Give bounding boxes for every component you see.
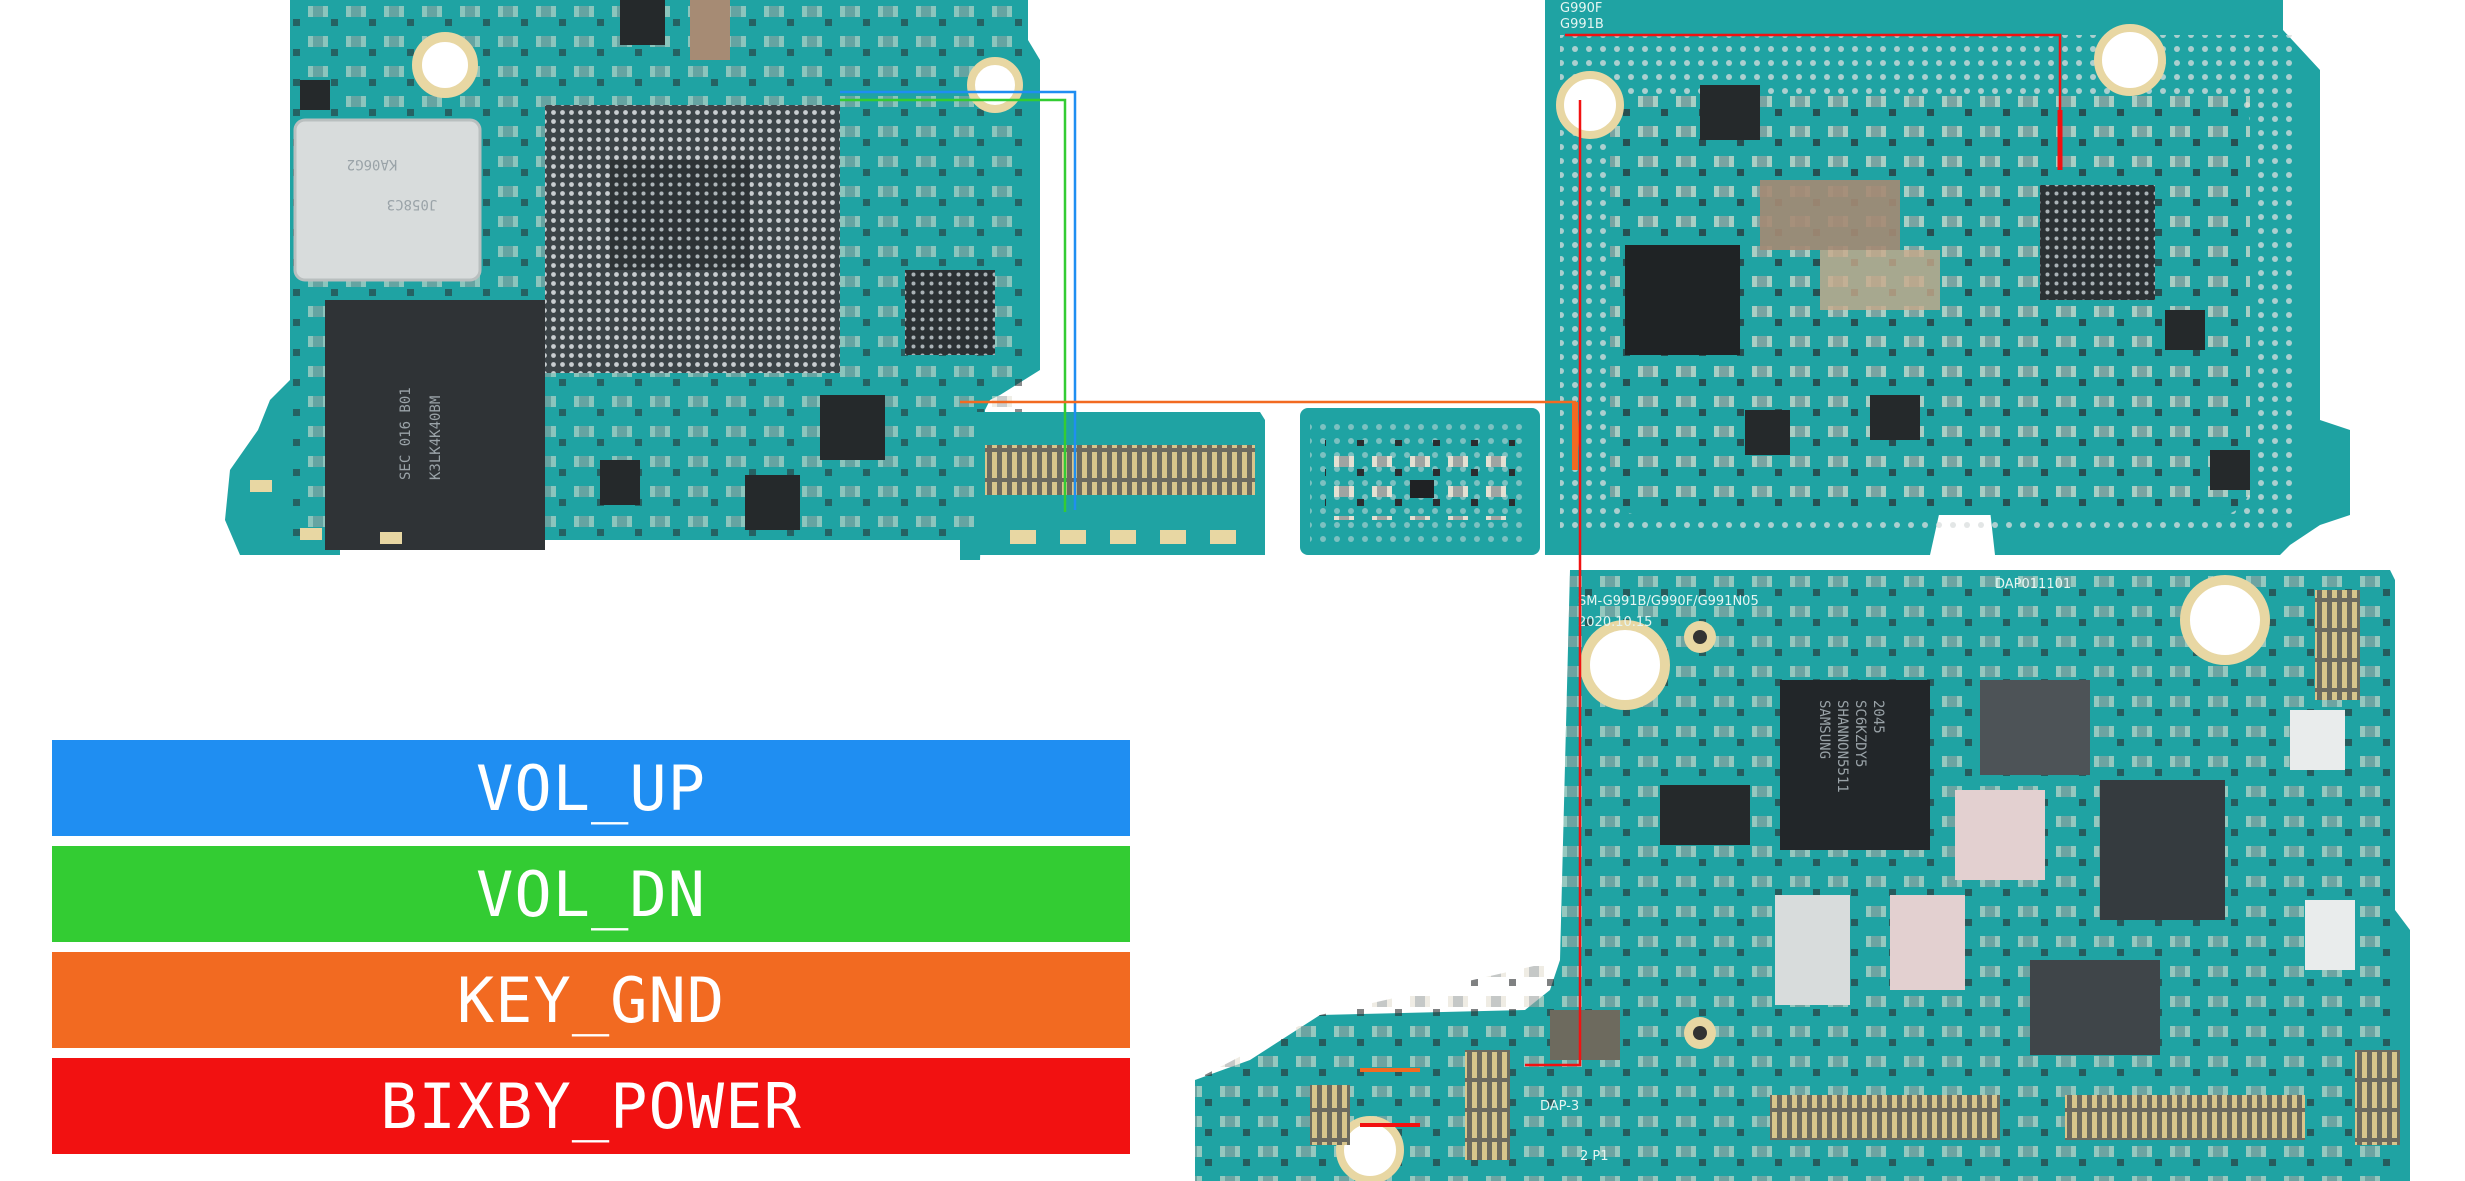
pmic-bga [905, 270, 995, 355]
board-model-label: SM-G991B/G990F/G991N05 [1578, 594, 1759, 609]
mount-hole [2180, 575, 2270, 665]
pa-chip [1955, 790, 2045, 880]
board-to-board-connector [985, 445, 1255, 495]
pa-chip [1890, 895, 1965, 990]
legend-vol-dn: VOL_DN [52, 846, 1130, 942]
legend-label: VOL_UP [476, 751, 706, 825]
board-date-label: 2020.10.15 [1578, 615, 1652, 630]
chip-square [1625, 245, 1740, 355]
svg-text:SAMSUNG: SAMSUNG [1816, 700, 1832, 759]
svg-text:SC6KZDY5: SC6KZDY5 [1852, 700, 1868, 767]
ram-chip [325, 300, 545, 550]
legend-bixby-power: BIXBY_POWER [52, 1058, 1130, 1154]
signal-legend: VOL_UP VOL_DN KEY_GND BIXBY_POWER [52, 740, 1130, 1164]
ram-label: SEC 016 B01 [398, 387, 414, 480]
legend-label: BIXBY_POWER [380, 1069, 802, 1143]
shield-can [293, 118, 482, 282]
mount-hole [967, 57, 1023, 113]
svg-text:SHANNON5511: SHANNON5511 [1834, 700, 1850, 793]
trace-vol-up [840, 90, 1077, 510]
model-label: G990F [1560, 1, 1602, 16]
mount-hole [1336, 1116, 1404, 1181]
board-top-left: KA06G2 J058C3 SEC 016 B01 K3LK4K40BM [225, 0, 1040, 560]
shield-label: KA06G2 [347, 156, 398, 172]
bga-small [2040, 185, 2155, 300]
board-connector-tab [975, 412, 1265, 555]
legend-key-gnd: KEY_GND [52, 952, 1130, 1048]
board-top-right: G990F G991B [1545, 0, 2350, 555]
svg-text:K3LK4K40BM: K3LK4K40BM [428, 396, 444, 480]
connector-ref-label: DAP-3 [1540, 1099, 1579, 1114]
svg-text:G991B: G991B [1560, 17, 1604, 32]
mount-hole [412, 32, 478, 98]
marker-label: 2 P1 [1580, 1149, 1609, 1164]
bottom-connector-2 [2065, 1095, 2305, 1140]
mount-hole [2094, 24, 2166, 96]
side-connector [2315, 590, 2360, 700]
legend-label: VOL_DN [476, 857, 706, 931]
bottom-connector-1 [1770, 1095, 2000, 1140]
svg-text:2045: 2045 [1870, 700, 1886, 734]
trace-lines [840, 33, 2063, 1127]
svg-text:J058C3: J058C3 [387, 196, 438, 212]
board-bottom-right: SAMSUNG SHANNON5511 SC6KZDY5 2045 SM-G99… [1195, 570, 2410, 1181]
mount-hole [1556, 71, 1624, 139]
part-number-label: DAP011101 [1995, 577, 2071, 592]
mount-hole [1580, 620, 1670, 710]
side-connector [2355, 1050, 2400, 1145]
legend-vol-up: VOL_UP [52, 740, 1130, 836]
legend-label: KEY_GND [456, 963, 726, 1037]
board-center-small [1300, 408, 1540, 555]
modem-chip [1780, 680, 1930, 850]
trace-vol-dn [840, 98, 1067, 512]
key-connector [1465, 1050, 1510, 1160]
